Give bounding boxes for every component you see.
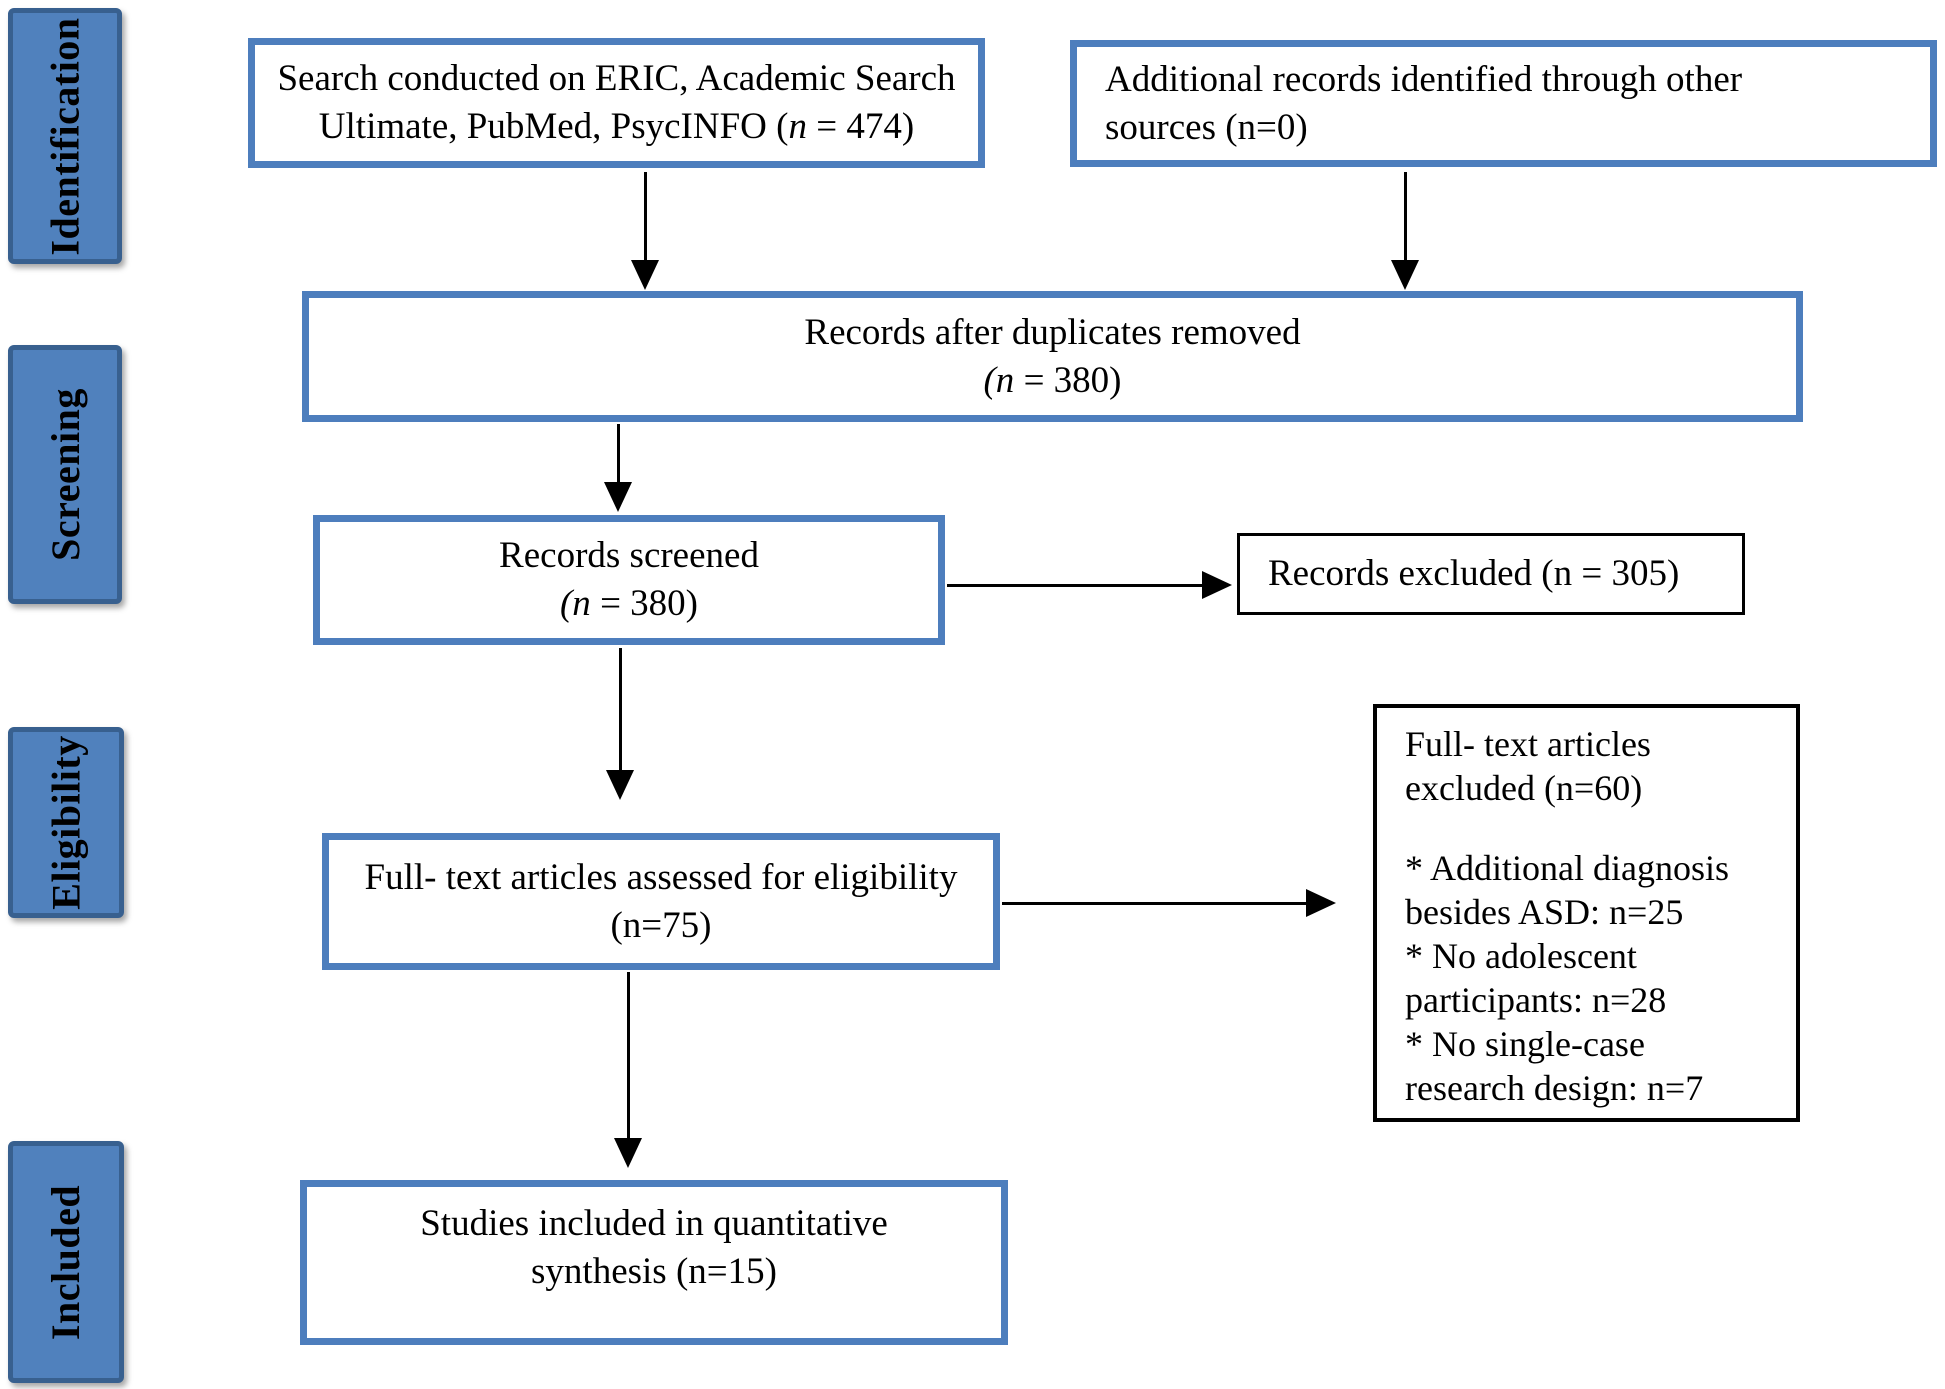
box-additional-records: Additional records identified through ot… <box>1070 40 1937 167</box>
arrow-head <box>604 482 632 512</box>
box-line: Search conducted on ERIC, Academic Searc… <box>277 58 956 99</box>
stage-label-eligibility: Eligibility <box>43 735 89 910</box>
box-line: (n=75) <box>610 904 712 946</box>
box-line: Records excluded (n = 305) <box>1268 553 1680 594</box>
box-line: besides ASD: n=25 <box>1405 892 1684 932</box>
box-line: synthesis (n=15) <box>531 1250 777 1292</box>
box-line: Records screened <box>499 535 759 576</box>
arrow-line <box>1002 902 1308 905</box>
arrow-line <box>627 972 630 1140</box>
arrow-head <box>614 1138 642 1168</box>
stage-box-screening: Screening <box>8 345 122 604</box>
arrow-head <box>1202 571 1232 599</box>
arrow-head <box>606 770 634 800</box>
box-line: * No single-case <box>1405 1024 1645 1064</box>
box-line: Full- text articles <box>1405 724 1651 764</box>
arrow-line <box>947 584 1204 587</box>
box-line: participants: n=28 <box>1405 980 1667 1020</box>
box-fulltext-assessed: Full- text articles assessed for eligibi… <box>322 833 1000 970</box>
arrow-line <box>644 172 647 264</box>
stage-label-screening: Screening <box>42 388 88 561</box>
stage-label-included: Included <box>43 1184 89 1340</box>
box-line: (n = 380) <box>983 359 1122 401</box>
box-line: Additional records identified through ot… <box>1105 58 1743 100</box>
box-line: research design: n=7 <box>1405 1068 1704 1108</box>
stage-box-eligibility: Eligibility <box>8 727 124 918</box>
arrow-line <box>617 424 620 486</box>
box-line: excluded (n=60) <box>1405 768 1643 808</box>
stage-box-included: Included <box>8 1141 124 1383</box>
box-line: * Additional diagnosis <box>1405 848 1729 888</box>
arrow-line <box>1404 172 1407 264</box>
box-line: Full- text articles assessed for eligibi… <box>364 856 958 898</box>
box-line: (n = 380) <box>559 583 699 624</box>
box-line: Ultimate, PubMed, PsycINFO (n = 474) <box>318 106 915 147</box>
box-line: * No adolescent <box>1405 936 1637 976</box>
arrow-head <box>1306 889 1336 917</box>
box-duplicates-removed: Records after duplicates removed (n = 38… <box>302 291 1803 422</box>
box-line: sources (n=0) <box>1105 106 1308 148</box>
arrow-head <box>631 260 659 290</box>
box-fulltext-excluded: Full- text articles excluded (n=60) * Ad… <box>1373 704 1800 1122</box>
box-studies-included: Studies included in quantitative synthes… <box>300 1180 1008 1345</box>
box-search-sources: Search conducted on ERIC, Academic Searc… <box>248 38 985 168</box>
stage-box-identification: Identification <box>8 8 122 264</box>
stage-label-identification: Identification <box>42 16 88 256</box>
arrow-head <box>1391 260 1419 290</box>
box-records-excluded: Records excluded (n = 305) <box>1237 533 1745 615</box>
box-line: Records after duplicates removed <box>804 311 1301 353</box>
box-line: Studies included in quantitative <box>420 1202 888 1244</box>
arrow-line <box>619 648 622 774</box>
box-records-screened: Records screened (n = 380) <box>313 515 945 645</box>
